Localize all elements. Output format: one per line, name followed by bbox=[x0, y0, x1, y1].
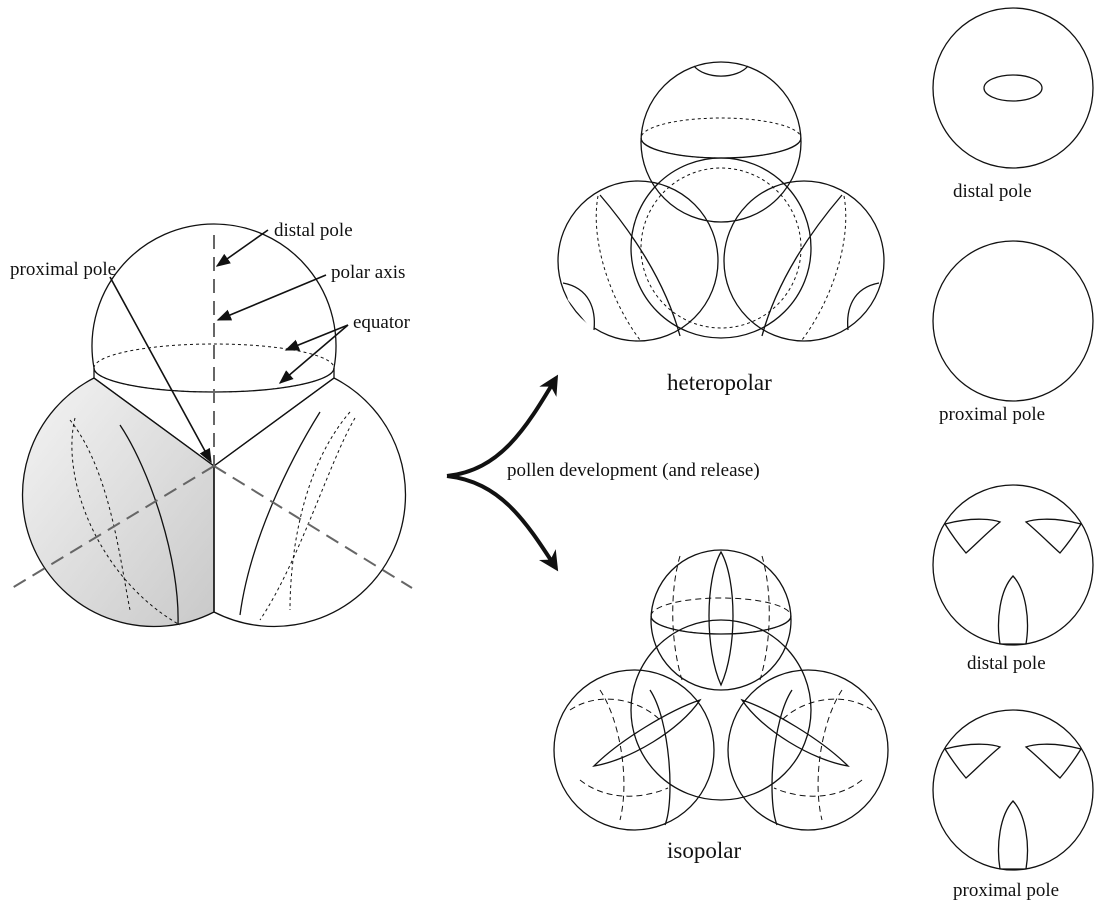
isopolar-distal-view: distal pole bbox=[933, 485, 1093, 674]
heteropolar-proximal-view: proximal pole bbox=[933, 241, 1093, 425]
label-distal-pole: distal pole bbox=[274, 220, 353, 241]
tetrad-diagram: distal pole polar axis equator proximal … bbox=[10, 220, 412, 626]
label-equator: equator bbox=[353, 312, 411, 333]
label-isopolar-proximal: proximal pole bbox=[953, 880, 1059, 901]
label-heteropolar-proximal: proximal pole bbox=[939, 404, 1045, 425]
label-isopolar-distal: distal pole bbox=[967, 653, 1046, 674]
polar-axis-arrow bbox=[218, 275, 326, 320]
distal-pole-arrow bbox=[217, 230, 268, 266]
label-heteropolar-distal: distal pole bbox=[953, 181, 1032, 202]
heteropolar-distal-view: distal pole bbox=[933, 8, 1093, 202]
tetrad-right-grain bbox=[214, 378, 405, 626]
tetrad-left-grain bbox=[14, 378, 222, 626]
label-isopolar: isopolar bbox=[667, 838, 741, 863]
label-proximal-pole: proximal pole bbox=[10, 259, 116, 280]
equator-arrow-lower bbox=[280, 325, 348, 383]
label-polar-axis: polar axis bbox=[331, 262, 405, 283]
heteropolar-tetrad: heteropolar bbox=[558, 62, 884, 395]
isopolar-proximal-view: proximal pole bbox=[933, 710, 1093, 901]
development-arrows: pollen development (and release) bbox=[447, 378, 760, 568]
arrow-to-isopolar bbox=[447, 476, 556, 568]
label-pollen-development: pollen development (and release) bbox=[507, 460, 760, 481]
equator-arrow-upper bbox=[286, 325, 348, 350]
isopolar-tetrad: isopolar bbox=[554, 550, 888, 863]
label-heteropolar: heteropolar bbox=[667, 370, 772, 395]
